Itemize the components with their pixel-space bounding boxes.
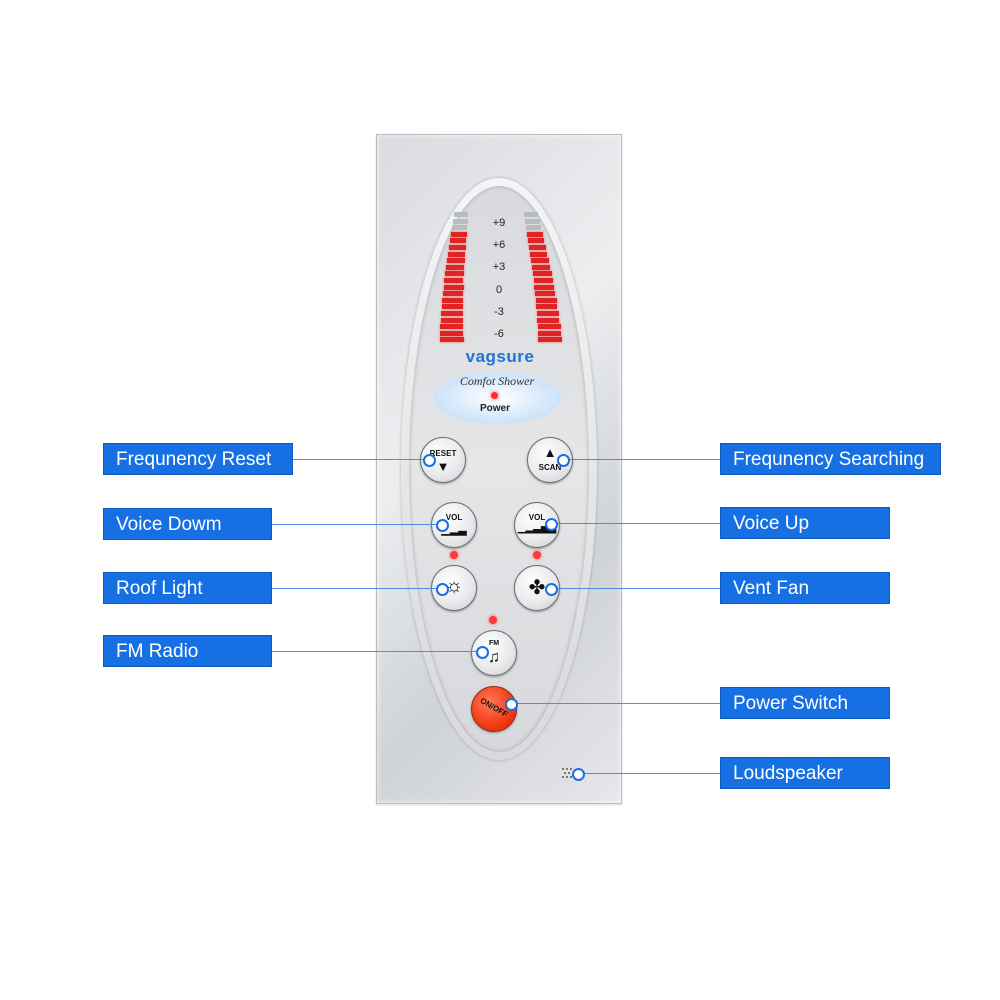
callout-line-vent-fan xyxy=(551,588,721,589)
music-note-icon: ♫ xyxy=(488,649,500,666)
fm-radio-label: FM xyxy=(488,640,500,647)
meter-segment xyxy=(531,258,549,264)
meter-segment xyxy=(440,337,464,343)
callout-anchor-roof-light xyxy=(436,583,449,596)
meter-segment xyxy=(450,238,467,244)
scale-label-plus6: +6 xyxy=(492,239,506,251)
callout-power-switch: Power Switch xyxy=(720,687,890,719)
meter-segment xyxy=(444,278,464,283)
meter-segment xyxy=(525,218,540,224)
scale-label-plus9: +9 xyxy=(492,217,506,229)
light-bulb-icon: ☼ xyxy=(444,575,464,597)
meter-segment xyxy=(533,271,552,277)
meter-segment xyxy=(441,317,464,323)
scale-label-minus3: -3 xyxy=(494,306,504,318)
meter-segment xyxy=(528,238,545,244)
meter-segment xyxy=(454,212,468,217)
volume-down-label: VOL xyxy=(445,513,463,522)
meter-segment xyxy=(446,264,465,270)
meter-segment xyxy=(536,304,558,310)
meter-segment xyxy=(535,291,556,297)
callout-line-voice-up xyxy=(551,523,721,524)
callout-anchor-voice-up xyxy=(545,518,558,531)
callout-line-frequency-searching xyxy=(563,459,721,460)
product-subtitle: Comfot Shower xyxy=(459,374,535,388)
volume-up-label: VOL xyxy=(528,513,546,522)
callout-frequency-reset: Frequnency Reset xyxy=(103,443,293,475)
meter-segment xyxy=(537,311,559,316)
fm-radio-led xyxy=(489,616,497,624)
callout-voice-down: Voice Dowm xyxy=(103,508,272,540)
display-window xyxy=(433,372,561,424)
meter-segment xyxy=(443,291,464,297)
meter-segment xyxy=(532,264,551,270)
callout-line-frequency-reset xyxy=(293,459,428,460)
fan-icon: ✤ xyxy=(528,577,546,599)
callout-anchor-vent-fan xyxy=(545,583,558,596)
meter-segment xyxy=(530,251,548,257)
scale-label-zero: 0 xyxy=(495,284,503,296)
meter-segment xyxy=(440,324,463,330)
meter-segment xyxy=(440,330,464,336)
callout-line-loudspeaker xyxy=(578,773,721,774)
meter-segment xyxy=(527,231,543,237)
arrow-down-icon: ▼ xyxy=(436,459,450,474)
scale-label-plus3: +3 xyxy=(492,261,506,273)
meter-segment xyxy=(536,297,557,303)
callout-anchor-fm-radio xyxy=(476,646,489,659)
meter-segment xyxy=(453,218,468,224)
meter-segment xyxy=(448,251,466,257)
callout-anchor-frequency-reset xyxy=(423,454,436,467)
meter-segment xyxy=(537,317,560,323)
callout-anchor-loudspeaker xyxy=(572,768,585,781)
vent-fan-led xyxy=(533,551,541,559)
meter-segment xyxy=(447,258,465,264)
meter-segment xyxy=(444,284,464,290)
scale-label-minus6: -6 xyxy=(494,328,504,340)
roof-light-led xyxy=(450,551,458,559)
meter-segment xyxy=(526,225,542,231)
meter-segment xyxy=(449,245,466,250)
callout-vent-fan: Vent Fan xyxy=(720,572,890,604)
arrow-up-icon: ▲ xyxy=(543,445,557,460)
callout-line-fm-radio xyxy=(272,651,481,652)
callout-line-roof-light xyxy=(272,588,441,589)
callout-anchor-power-switch xyxy=(505,698,518,711)
meter-segment xyxy=(451,231,467,237)
callout-voice-up: Voice Up xyxy=(720,507,890,539)
meter-segment xyxy=(441,311,463,316)
meter-segment xyxy=(442,297,463,303)
meter-segment xyxy=(538,337,562,343)
meter-segment xyxy=(452,225,468,231)
scan-button-label: SCAN xyxy=(538,463,562,472)
meter-segment xyxy=(534,284,554,290)
power-indicator-label: Power xyxy=(479,403,510,414)
meter-segment xyxy=(445,271,464,277)
callout-line-power-switch xyxy=(510,703,721,704)
callout-loudspeaker: Loudspeaker xyxy=(720,757,890,789)
meter-segment xyxy=(538,324,561,330)
callout-anchor-frequency-searching xyxy=(557,454,570,467)
power-indicator-led xyxy=(491,392,498,399)
brand-logo: vagsure xyxy=(465,347,535,366)
callout-fm-radio: FM Radio xyxy=(103,635,272,667)
meter-segment xyxy=(538,330,562,336)
meter-segment xyxy=(524,212,538,217)
meter-segment xyxy=(442,304,464,310)
loudspeaker-grille-icon xyxy=(562,768,574,778)
callout-anchor-voice-down xyxy=(436,519,449,532)
meter-segment xyxy=(534,278,554,283)
volume-up-icon: ▁▂▃▅▇ xyxy=(517,523,557,534)
callout-frequency-searching: Frequnency Searching xyxy=(720,443,941,475)
reset-button-label: RESET xyxy=(429,449,457,458)
meter-segment xyxy=(529,245,546,250)
callout-roof-light: Roof Light xyxy=(103,572,272,604)
callout-line-voice-down xyxy=(272,524,441,525)
